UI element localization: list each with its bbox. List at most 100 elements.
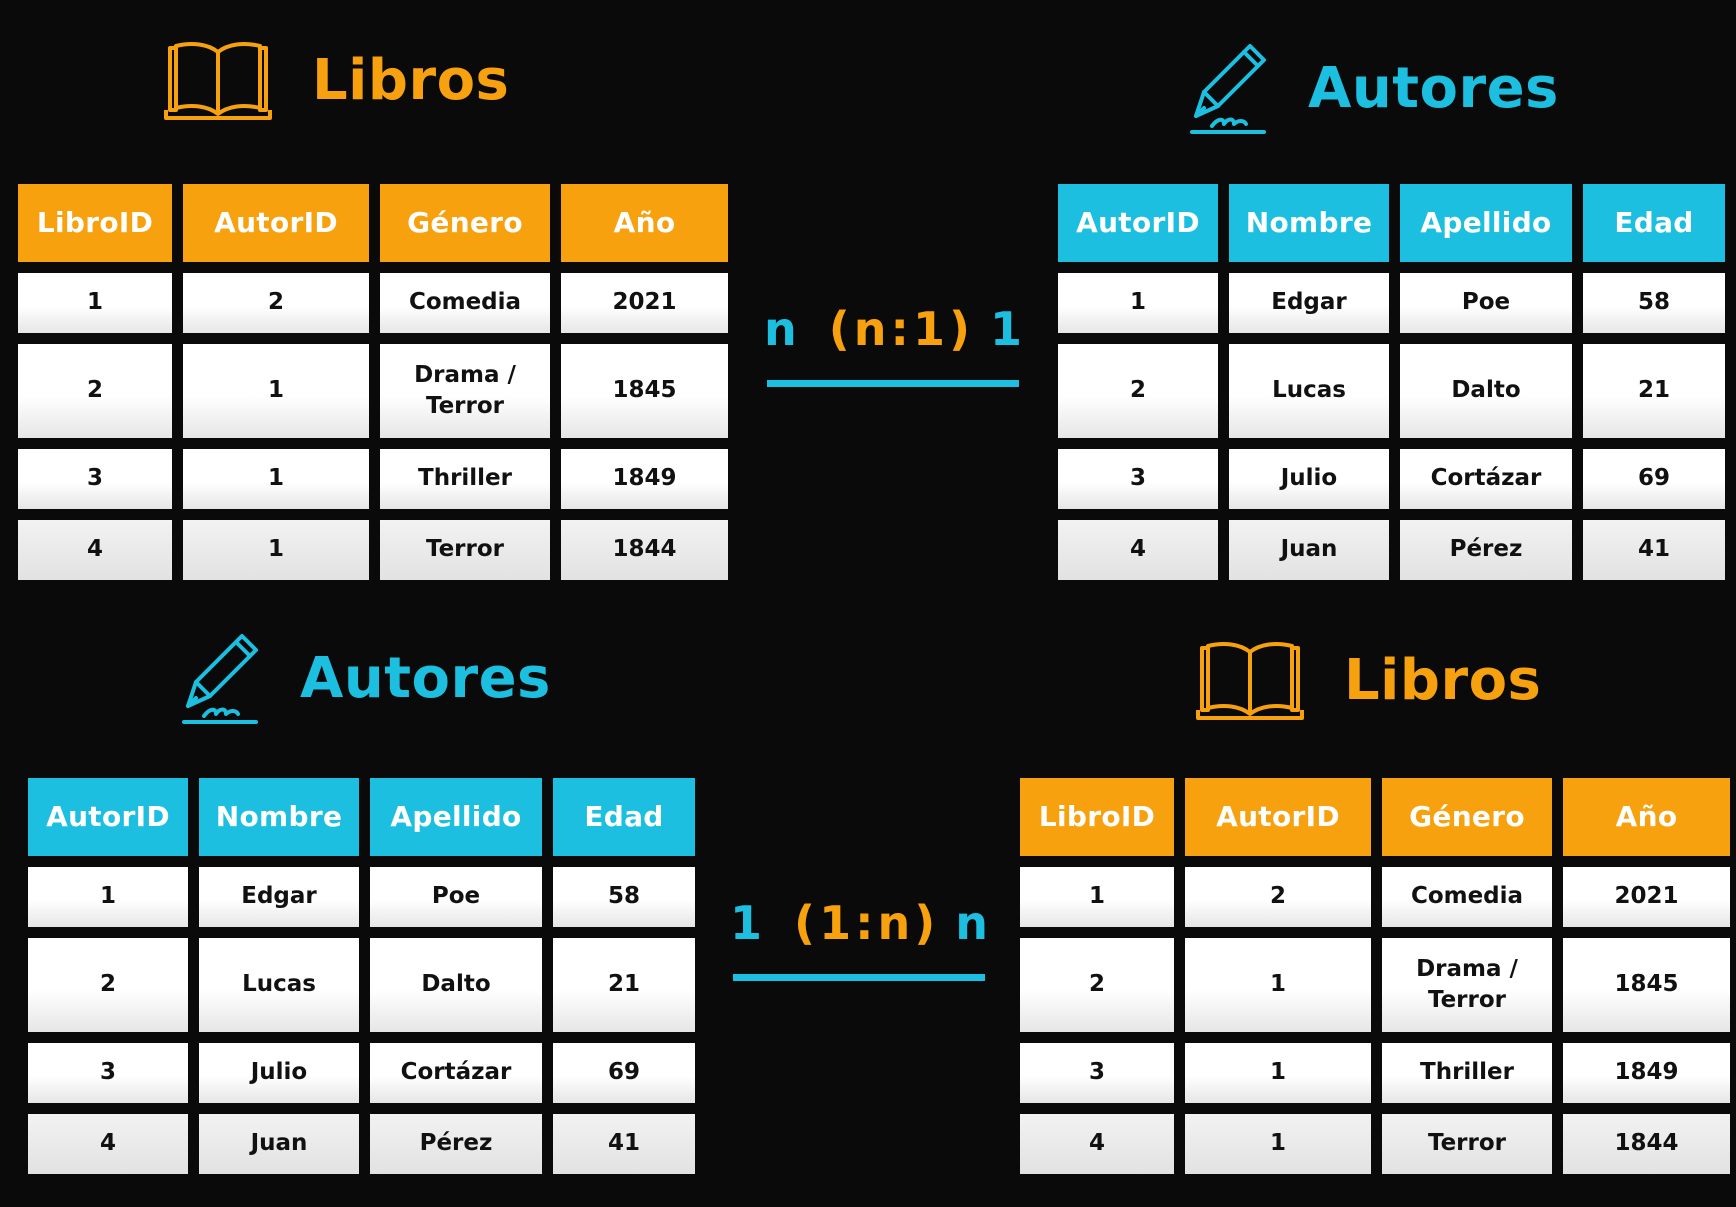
table-cell: 21 bbox=[1583, 344, 1725, 438]
table-cell: 3 bbox=[1020, 1043, 1174, 1103]
table-cell: 2 bbox=[1020, 938, 1174, 1032]
table-cell: Edgar bbox=[199, 867, 359, 927]
table-cell: Juan bbox=[1229, 520, 1389, 580]
relation-middle: (1:n) bbox=[794, 896, 940, 950]
libros-title-text: Libros bbox=[312, 47, 510, 113]
table-cell: 1 bbox=[183, 344, 369, 438]
libros-title-bottom: Libros bbox=[1194, 638, 1541, 722]
header-libroid: LibroID bbox=[18, 184, 172, 262]
table-cell: 2 bbox=[1058, 344, 1218, 438]
relation-label-n-to-1: n (n:1) 1 bbox=[764, 302, 1023, 356]
table-cell: 69 bbox=[1583, 449, 1725, 509]
table-cell: 1845 bbox=[1563, 938, 1730, 1032]
open-book-icon bbox=[1194, 638, 1344, 722]
table-cell: Julio bbox=[199, 1043, 359, 1103]
relation-label-1-to-n: 1 (1:n) n bbox=[730, 896, 989, 950]
header-genero: Género bbox=[1382, 778, 1552, 856]
table-cell: Julio bbox=[1229, 449, 1389, 509]
table-cell: 2 bbox=[28, 938, 188, 1032]
table-cell: 3 bbox=[1058, 449, 1218, 509]
table-row: 3 Julio Cortázar 69 bbox=[28, 1043, 695, 1103]
autores-table-bottom: AutorID Nombre Apellido Edad 1 Edgar Poe… bbox=[28, 778, 695, 1185]
table-cell: 1 bbox=[183, 449, 369, 509]
libros-title-top: Libros bbox=[162, 38, 509, 122]
libros-title-text: Libros bbox=[1344, 647, 1542, 713]
table-row: 1 Edgar Poe 58 bbox=[1058, 273, 1725, 333]
cell-text: Drama / Terror bbox=[414, 361, 516, 419]
table-cell: 58 bbox=[553, 867, 695, 927]
table-row: 3 1 Thriller 1849 bbox=[18, 449, 728, 509]
table-cell: 1 bbox=[1185, 938, 1371, 1032]
table-cell: Pérez bbox=[370, 1114, 542, 1174]
table-row: 1 2 Comedia 2021 bbox=[18, 273, 728, 333]
header-edad: Edad bbox=[553, 778, 695, 856]
relation-right: 1 bbox=[990, 302, 1023, 356]
table-row: 1 2 Comedia 2021 bbox=[1020, 867, 1730, 927]
table-cell: 2 bbox=[1185, 867, 1371, 927]
table-cell: 3 bbox=[28, 1043, 188, 1103]
table-cell: 1844 bbox=[1563, 1114, 1730, 1174]
table-cell: 4 bbox=[1020, 1114, 1174, 1174]
autores-title-text: Autores bbox=[1308, 55, 1559, 121]
table-cell: Dalto bbox=[1400, 344, 1572, 438]
table-cell: 1 bbox=[1185, 1114, 1371, 1174]
table-cell: Poe bbox=[1400, 273, 1572, 333]
table-cell: 2021 bbox=[561, 273, 728, 333]
relation-left: n bbox=[764, 302, 797, 356]
header-edad: Edad bbox=[1583, 184, 1725, 262]
table-cell: Terror bbox=[380, 520, 550, 580]
open-book-icon bbox=[162, 38, 312, 122]
table-cell: 1 bbox=[18, 273, 172, 333]
table-cell: 69 bbox=[553, 1043, 695, 1103]
header-ano: Año bbox=[561, 184, 728, 262]
libros-table-bottom: LibroID AutorID Género Año 1 2 Comedia 2… bbox=[1020, 778, 1730, 1185]
table-row: 2 1 Drama / Terror 1845 bbox=[1020, 938, 1730, 1032]
relation-left: 1 bbox=[730, 896, 763, 950]
relation-line bbox=[733, 974, 985, 981]
table-cell: 1 bbox=[1185, 1043, 1371, 1103]
table-cell: Lucas bbox=[1229, 344, 1389, 438]
table-cell: 4 bbox=[18, 520, 172, 580]
autores-title-top: Autores bbox=[1188, 40, 1559, 136]
table-cell: 21 bbox=[553, 938, 695, 1032]
table-cell: 1849 bbox=[1563, 1043, 1730, 1103]
table-row: 4 1 Terror 1844 bbox=[18, 520, 728, 580]
table-cell: 2 bbox=[18, 344, 172, 438]
cell-text: Drama / Terror bbox=[1416, 955, 1518, 1013]
libros-table-top: LibroID AutorID Género Año 1 2 Comedia 2… bbox=[18, 184, 728, 591]
pen-signature-icon bbox=[1188, 40, 1308, 136]
table-row: 2 1 Drama / Terror 1845 bbox=[18, 344, 728, 438]
table-row: 2 Lucas Dalto 21 bbox=[1058, 344, 1725, 438]
table-cell: 58 bbox=[1583, 273, 1725, 333]
header-ano: Año bbox=[1563, 778, 1730, 856]
table-cell: 41 bbox=[1583, 520, 1725, 580]
table-row: 4 Juan Pérez 41 bbox=[1058, 520, 1725, 580]
table-row: 2 Lucas Dalto 21 bbox=[28, 938, 695, 1032]
table-cell: 1 bbox=[1058, 273, 1218, 333]
table-row: 3 1 Thriller 1849 bbox=[1020, 1043, 1730, 1103]
header-autorid: AutorID bbox=[1185, 778, 1371, 856]
table-cell: 1845 bbox=[561, 344, 728, 438]
table-cell: 1 bbox=[183, 520, 369, 580]
header-nombre: Nombre bbox=[199, 778, 359, 856]
table-cell: 2021 bbox=[1563, 867, 1730, 927]
table-cell: Drama / Terror bbox=[380, 344, 550, 438]
header-libroid: LibroID bbox=[1020, 778, 1174, 856]
table-row: 1 Edgar Poe 58 bbox=[28, 867, 695, 927]
table-cell: 1844 bbox=[561, 520, 728, 580]
table-cell: Juan bbox=[199, 1114, 359, 1174]
table-row: 3 Julio Cortázar 69 bbox=[1058, 449, 1725, 509]
table-row: 4 1 Terror 1844 bbox=[1020, 1114, 1730, 1174]
table-cell: Comedia bbox=[1382, 867, 1552, 927]
table-cell: 1849 bbox=[561, 449, 728, 509]
table-cell: 3 bbox=[18, 449, 172, 509]
header-apellido: Apellido bbox=[370, 778, 542, 856]
relation-line bbox=[767, 380, 1019, 387]
relation-right: n bbox=[955, 896, 989, 950]
autores-title-bottom: Autores bbox=[180, 630, 551, 726]
table-row: 4 Juan Pérez 41 bbox=[28, 1114, 695, 1174]
table-cell: Cortázar bbox=[1400, 449, 1572, 509]
header-genero: Género bbox=[380, 184, 550, 262]
table-cell: Thriller bbox=[380, 449, 550, 509]
pen-signature-icon bbox=[180, 630, 300, 726]
